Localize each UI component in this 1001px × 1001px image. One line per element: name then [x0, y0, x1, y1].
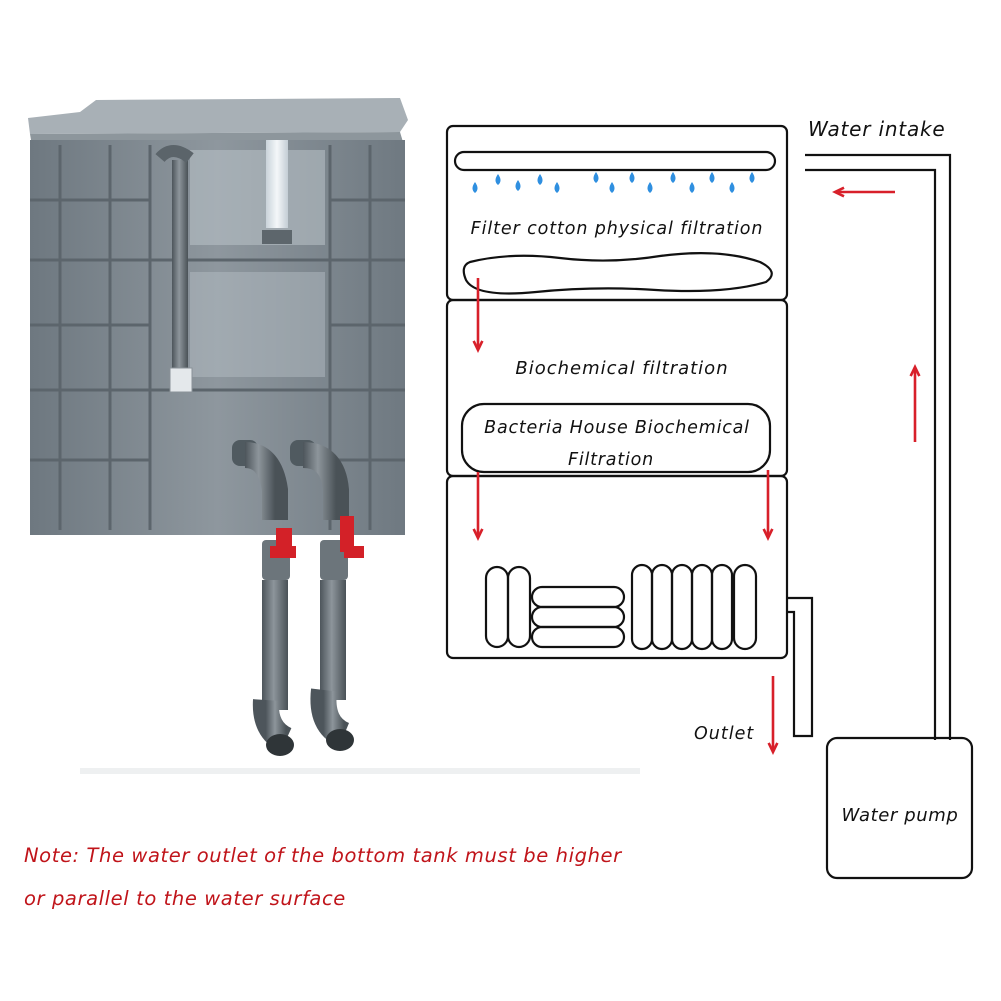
- down-pipe-right: [320, 580, 346, 700]
- flow-arrows: [472, 186, 921, 755]
- flow-arrow: [472, 472, 484, 541]
- water-intake-label: Water intake: [808, 117, 945, 141]
- flow-arrow: [909, 364, 921, 442]
- outlet-label: Outlet: [694, 724, 754, 744]
- flow-arrow: [472, 278, 484, 353]
- water-drop: [537, 174, 543, 185]
- filter-cotton-label: Filter cotton physical filtration: [471, 219, 764, 239]
- schematic: [445, 124, 974, 880]
- water-pump-label: Water pump: [842, 805, 959, 826]
- filter-cotton-pad: [462, 251, 773, 295]
- water-drop: [593, 172, 599, 183]
- tier-bottom: [445, 474, 789, 660]
- bacteria-house-label-1: Bacteria House Biochemical: [484, 418, 750, 438]
- filter-tank-illustration: [28, 98, 640, 774]
- note-line-1: Note: The water outlet of the bottom tan…: [24, 844, 622, 867]
- intake-pipe: [805, 153, 952, 740]
- down-pipe-left: [262, 580, 288, 710]
- flow-arrow: [832, 186, 895, 198]
- vertical-pipe: [172, 160, 188, 375]
- water-drop: [609, 182, 615, 193]
- water-drop: [554, 182, 560, 193]
- water-drop: [709, 172, 715, 183]
- water-drop: [689, 182, 695, 193]
- water-drop: [629, 172, 635, 183]
- water-drop: [515, 180, 521, 191]
- bacteria-house-box: [460, 402, 772, 474]
- outlet-pipe: [786, 596, 814, 738]
- spray-bar: [453, 150, 777, 172]
- bacteria-house-label-2: Filtration: [568, 450, 654, 470]
- water-drop: [495, 174, 501, 185]
- water-pump-box: [825, 736, 974, 880]
- water-drop: [729, 182, 735, 193]
- note-line-2: or parallel to the water surface: [24, 887, 346, 910]
- flow-arrow: [767, 676, 779, 755]
- water-drop: [670, 172, 676, 183]
- tank-lid: [28, 98, 408, 134]
- biochemical-label: Biochemical filtration: [515, 358, 728, 379]
- water-drop: [472, 182, 478, 193]
- flow-arrow: [762, 470, 774, 541]
- water-drops: [472, 172, 755, 193]
- water-drop: [749, 172, 755, 183]
- clear-pipe: [266, 140, 288, 228]
- water-drop: [647, 182, 653, 193]
